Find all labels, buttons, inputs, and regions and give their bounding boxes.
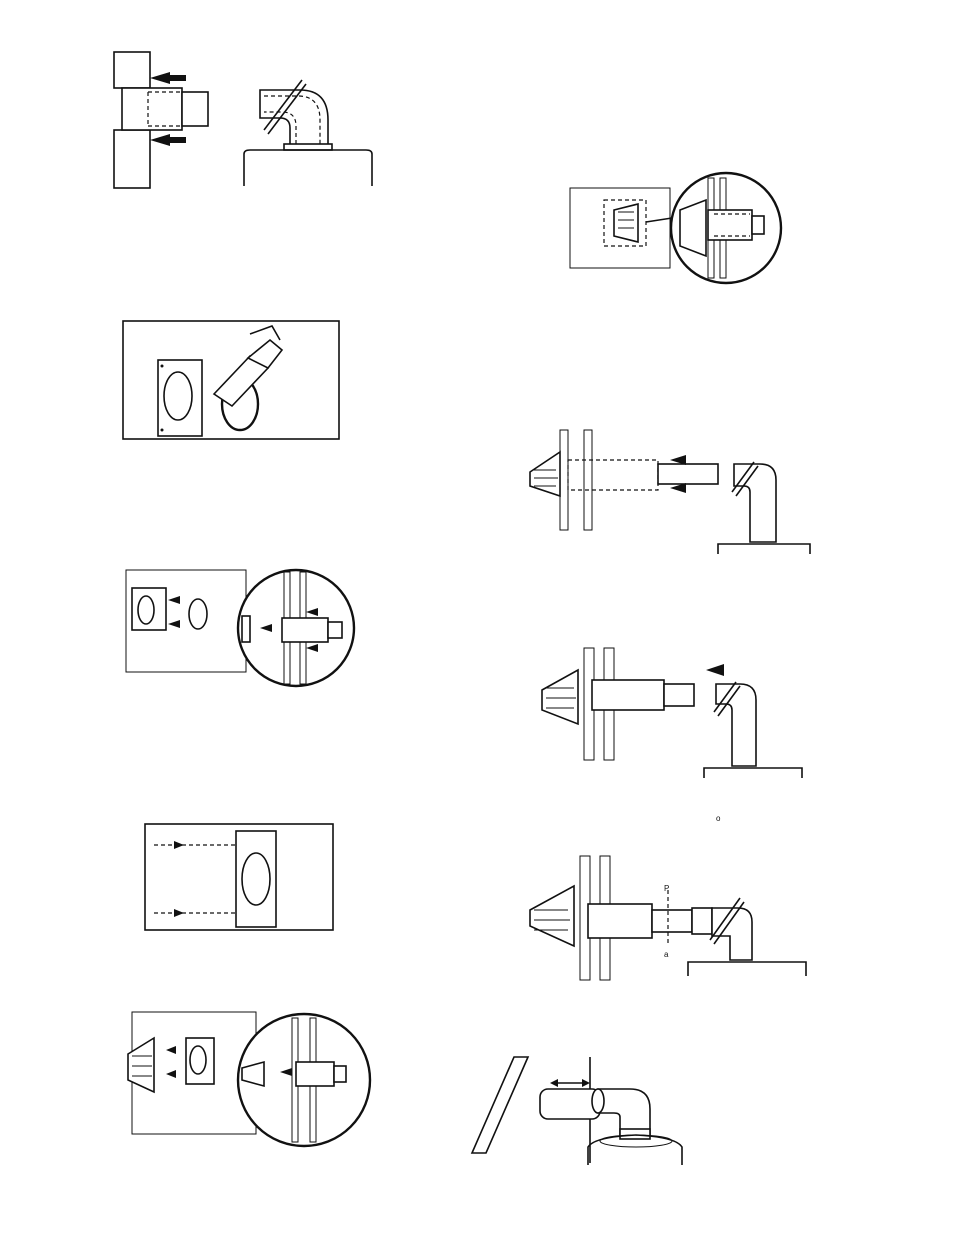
mark-p: P bbox=[664, 884, 669, 893]
figure-elbow-heater-top bbox=[240, 70, 380, 190]
mark-a: a bbox=[664, 950, 668, 959]
plate-gasket-drawing bbox=[124, 568, 356, 690]
rear-photo-drawing bbox=[470, 1055, 688, 1167]
figure-wall-sleeve bbox=[110, 52, 220, 192]
mark-o: o bbox=[716, 814, 720, 823]
figure-wall-plate-screws bbox=[144, 823, 336, 933]
wall-plate-drawing bbox=[144, 823, 336, 933]
figure-sealant-wall bbox=[122, 320, 340, 442]
sealant-wall-drawing bbox=[122, 320, 340, 442]
figure-vent-extension bbox=[528, 430, 810, 556]
hood-install-drawing bbox=[124, 1010, 364, 1150]
elbow-heater-drawing bbox=[240, 70, 380, 190]
vent-clamped-drawing bbox=[528, 820, 810, 980]
vent-inserted-drawing bbox=[540, 648, 805, 780]
figure-hood-detail bbox=[568, 170, 783, 288]
figure-vent-clamped: o P a bbox=[528, 820, 810, 980]
wall-sleeve-drawing bbox=[110, 52, 220, 192]
figure-hood-install bbox=[124, 1010, 364, 1150]
figure-rear-photo bbox=[470, 1055, 688, 1167]
vent-extension-drawing bbox=[528, 430, 810, 556]
figure-vent-inserted bbox=[540, 648, 805, 780]
figure-plate-gasket bbox=[124, 568, 356, 690]
hood-detail-drawing bbox=[568, 170, 783, 288]
